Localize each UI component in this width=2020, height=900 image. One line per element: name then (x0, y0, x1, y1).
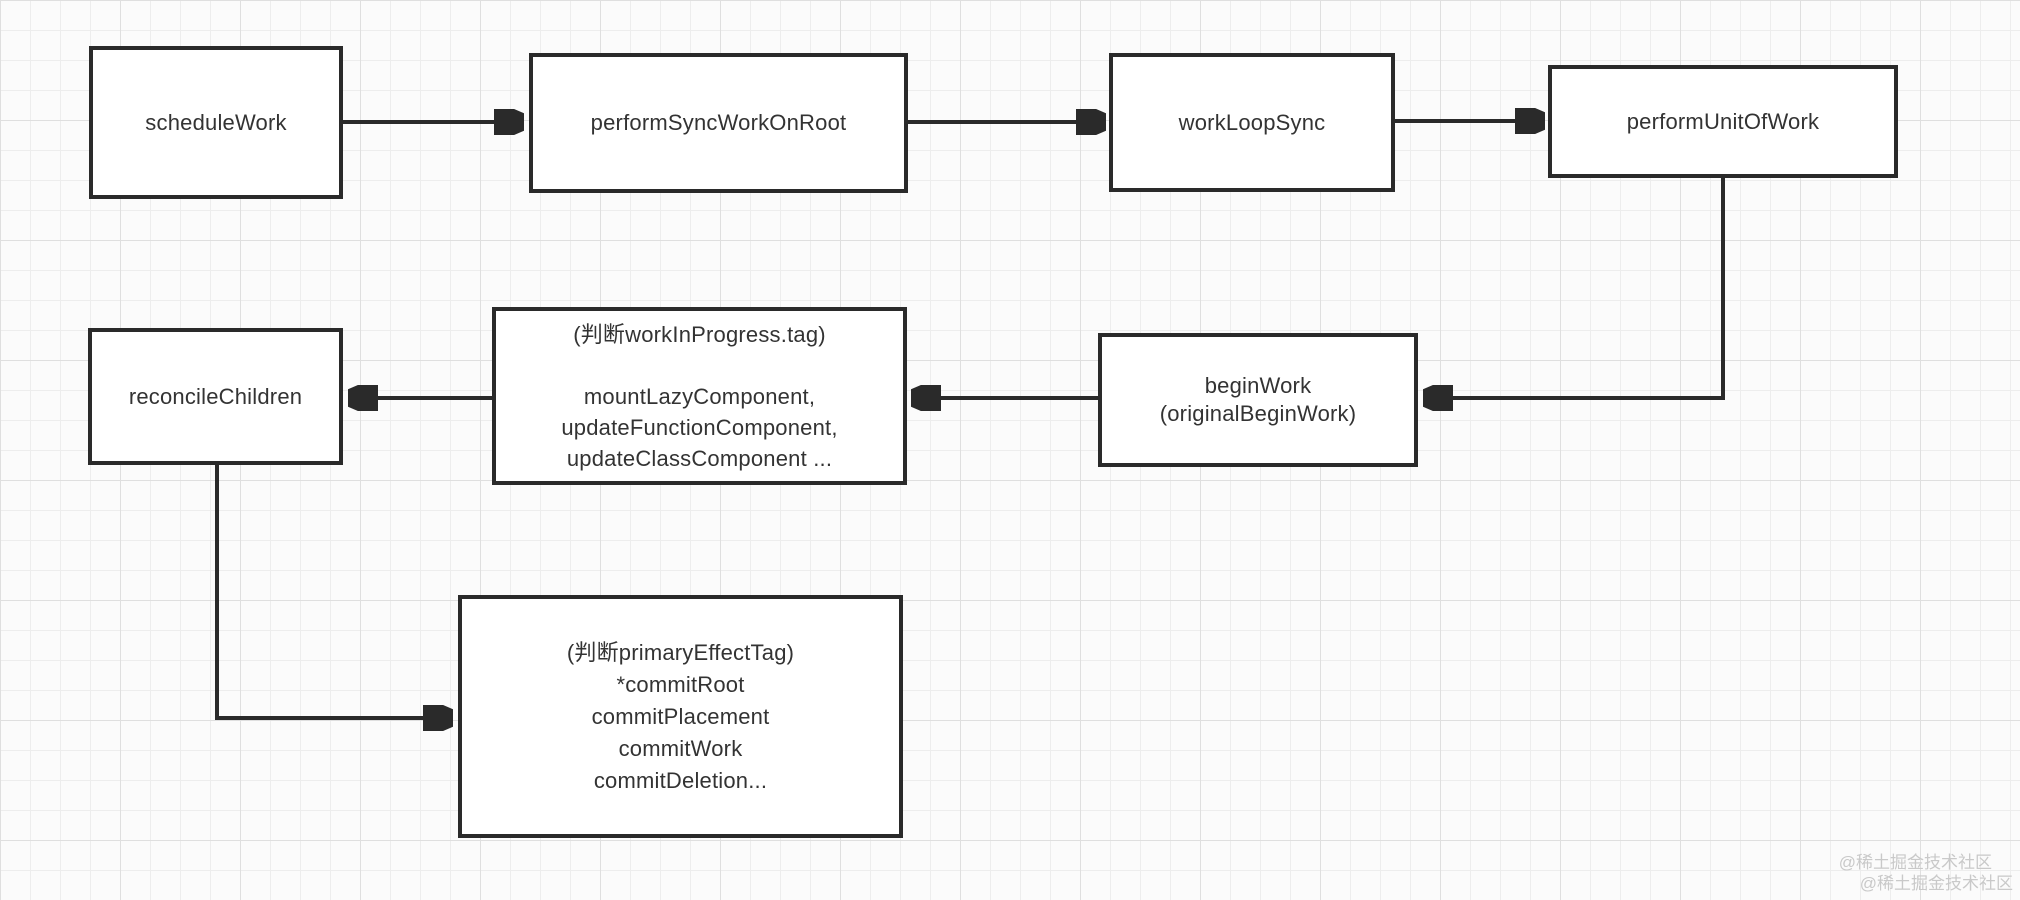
node-work-in-progress-tag-switch: (判断workInProgress.tag) mountLazyComponen… (492, 307, 907, 485)
node-schedule-work: scheduleWork (89, 46, 343, 199)
node-reconcile-children: reconcileChildren (88, 328, 343, 465)
watermark: @稀土掘金技术社区 @稀土掘金技术社区 (1839, 852, 2013, 894)
node-perform-unit-of-work: performUnitOfWork (1548, 65, 1898, 178)
node-label-line: beginWork (1204, 373, 1312, 398)
node-label-line: commitPlacement (591, 703, 770, 729)
watermark-line: @稀土掘金技术社区 (1859, 874, 2013, 893)
node-label-line: updateClassComponent ... (566, 445, 833, 471)
node-label-line: (originalBeginWork) (1159, 401, 1357, 426)
node-label-line: (判断primaryEffectTag) (566, 639, 795, 665)
node-label-line: commitWork (618, 735, 743, 761)
watermark-line: @稀土掘金技术社区 (1838, 853, 1992, 872)
node-label-line: commitDeletion... (593, 767, 768, 793)
arrow-reconcilechildren-to-commit-switch (215, 465, 453, 718)
node-label: reconcileChildren (128, 383, 303, 409)
node-begin-work: beginWork (originalBeginWork) (1098, 333, 1418, 467)
node-label-line: updateFunctionComponent, (561, 414, 838, 440)
node-label-line: mountLazyComponent, (583, 383, 816, 409)
node-label-line: *commitRoot (616, 671, 745, 697)
node-label-line: (判断workInProgress.tag) (573, 321, 826, 347)
node-label: scheduleWork (145, 109, 287, 135)
arrow-performunitofwork-to-beginwork (1423, 178, 1725, 398)
node-label: performUnitOfWork (1626, 108, 1820, 134)
node-label: workLoopSync (1178, 109, 1326, 135)
node-primary-effect-tag-switch: (判断primaryEffectTag) *commitRoot commitP… (458, 595, 903, 838)
node-label: performSyncWorkOnRoot (590, 110, 847, 135)
node-work-loop-sync: workLoopSync (1109, 53, 1395, 192)
node-perform-sync-work-on-root: performSyncWorkOnRoot (529, 53, 908, 193)
